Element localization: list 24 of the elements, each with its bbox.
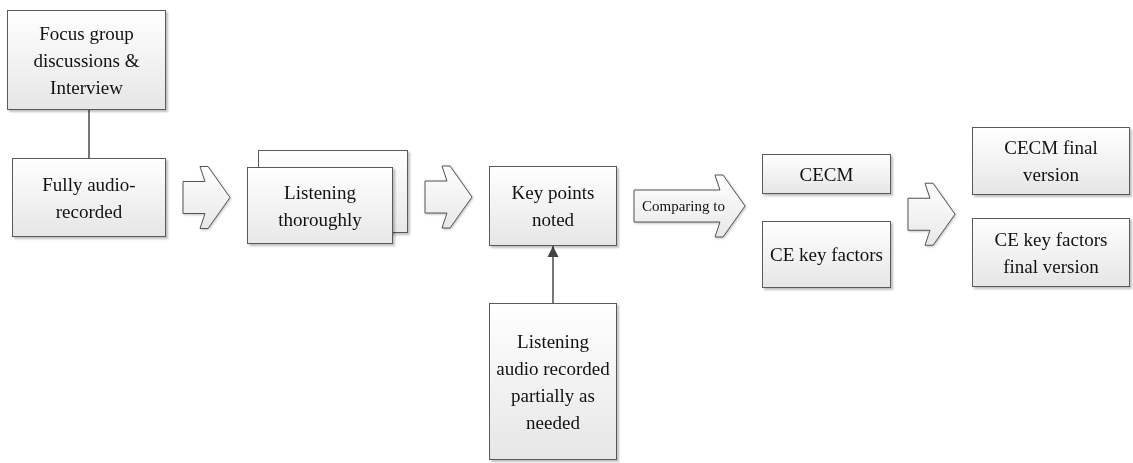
process-box xyxy=(12,158,166,237)
stacked-document-box xyxy=(247,150,408,244)
box-label: CECM final version xyxy=(1003,136,1099,187)
box-label: CE key factors xyxy=(769,243,884,267)
process-box xyxy=(972,127,1130,195)
process-box xyxy=(762,154,891,194)
process-box xyxy=(7,10,166,110)
process-box xyxy=(489,166,617,246)
box-label: Listening audio recorded partially as needed xyxy=(495,329,611,435)
block-arrow xyxy=(182,166,231,229)
box-label: Key points noted xyxy=(510,181,596,232)
connector-line xyxy=(88,109,90,159)
process-box xyxy=(972,218,1130,287)
box-label: CECM xyxy=(798,162,855,187)
box-label: CE key factors final version xyxy=(993,227,1109,279)
process-box xyxy=(762,221,891,288)
box-label: Listening thoroughly xyxy=(277,180,363,232)
block-arrow xyxy=(424,165,473,229)
box-label: Focus group discussions & Interview xyxy=(32,21,141,100)
edge-label: Comparing to xyxy=(641,197,726,215)
arrow xyxy=(547,245,559,304)
block-arrow xyxy=(907,182,956,246)
process-box xyxy=(489,303,617,460)
box-label: Fully audio-recorded xyxy=(41,172,137,224)
